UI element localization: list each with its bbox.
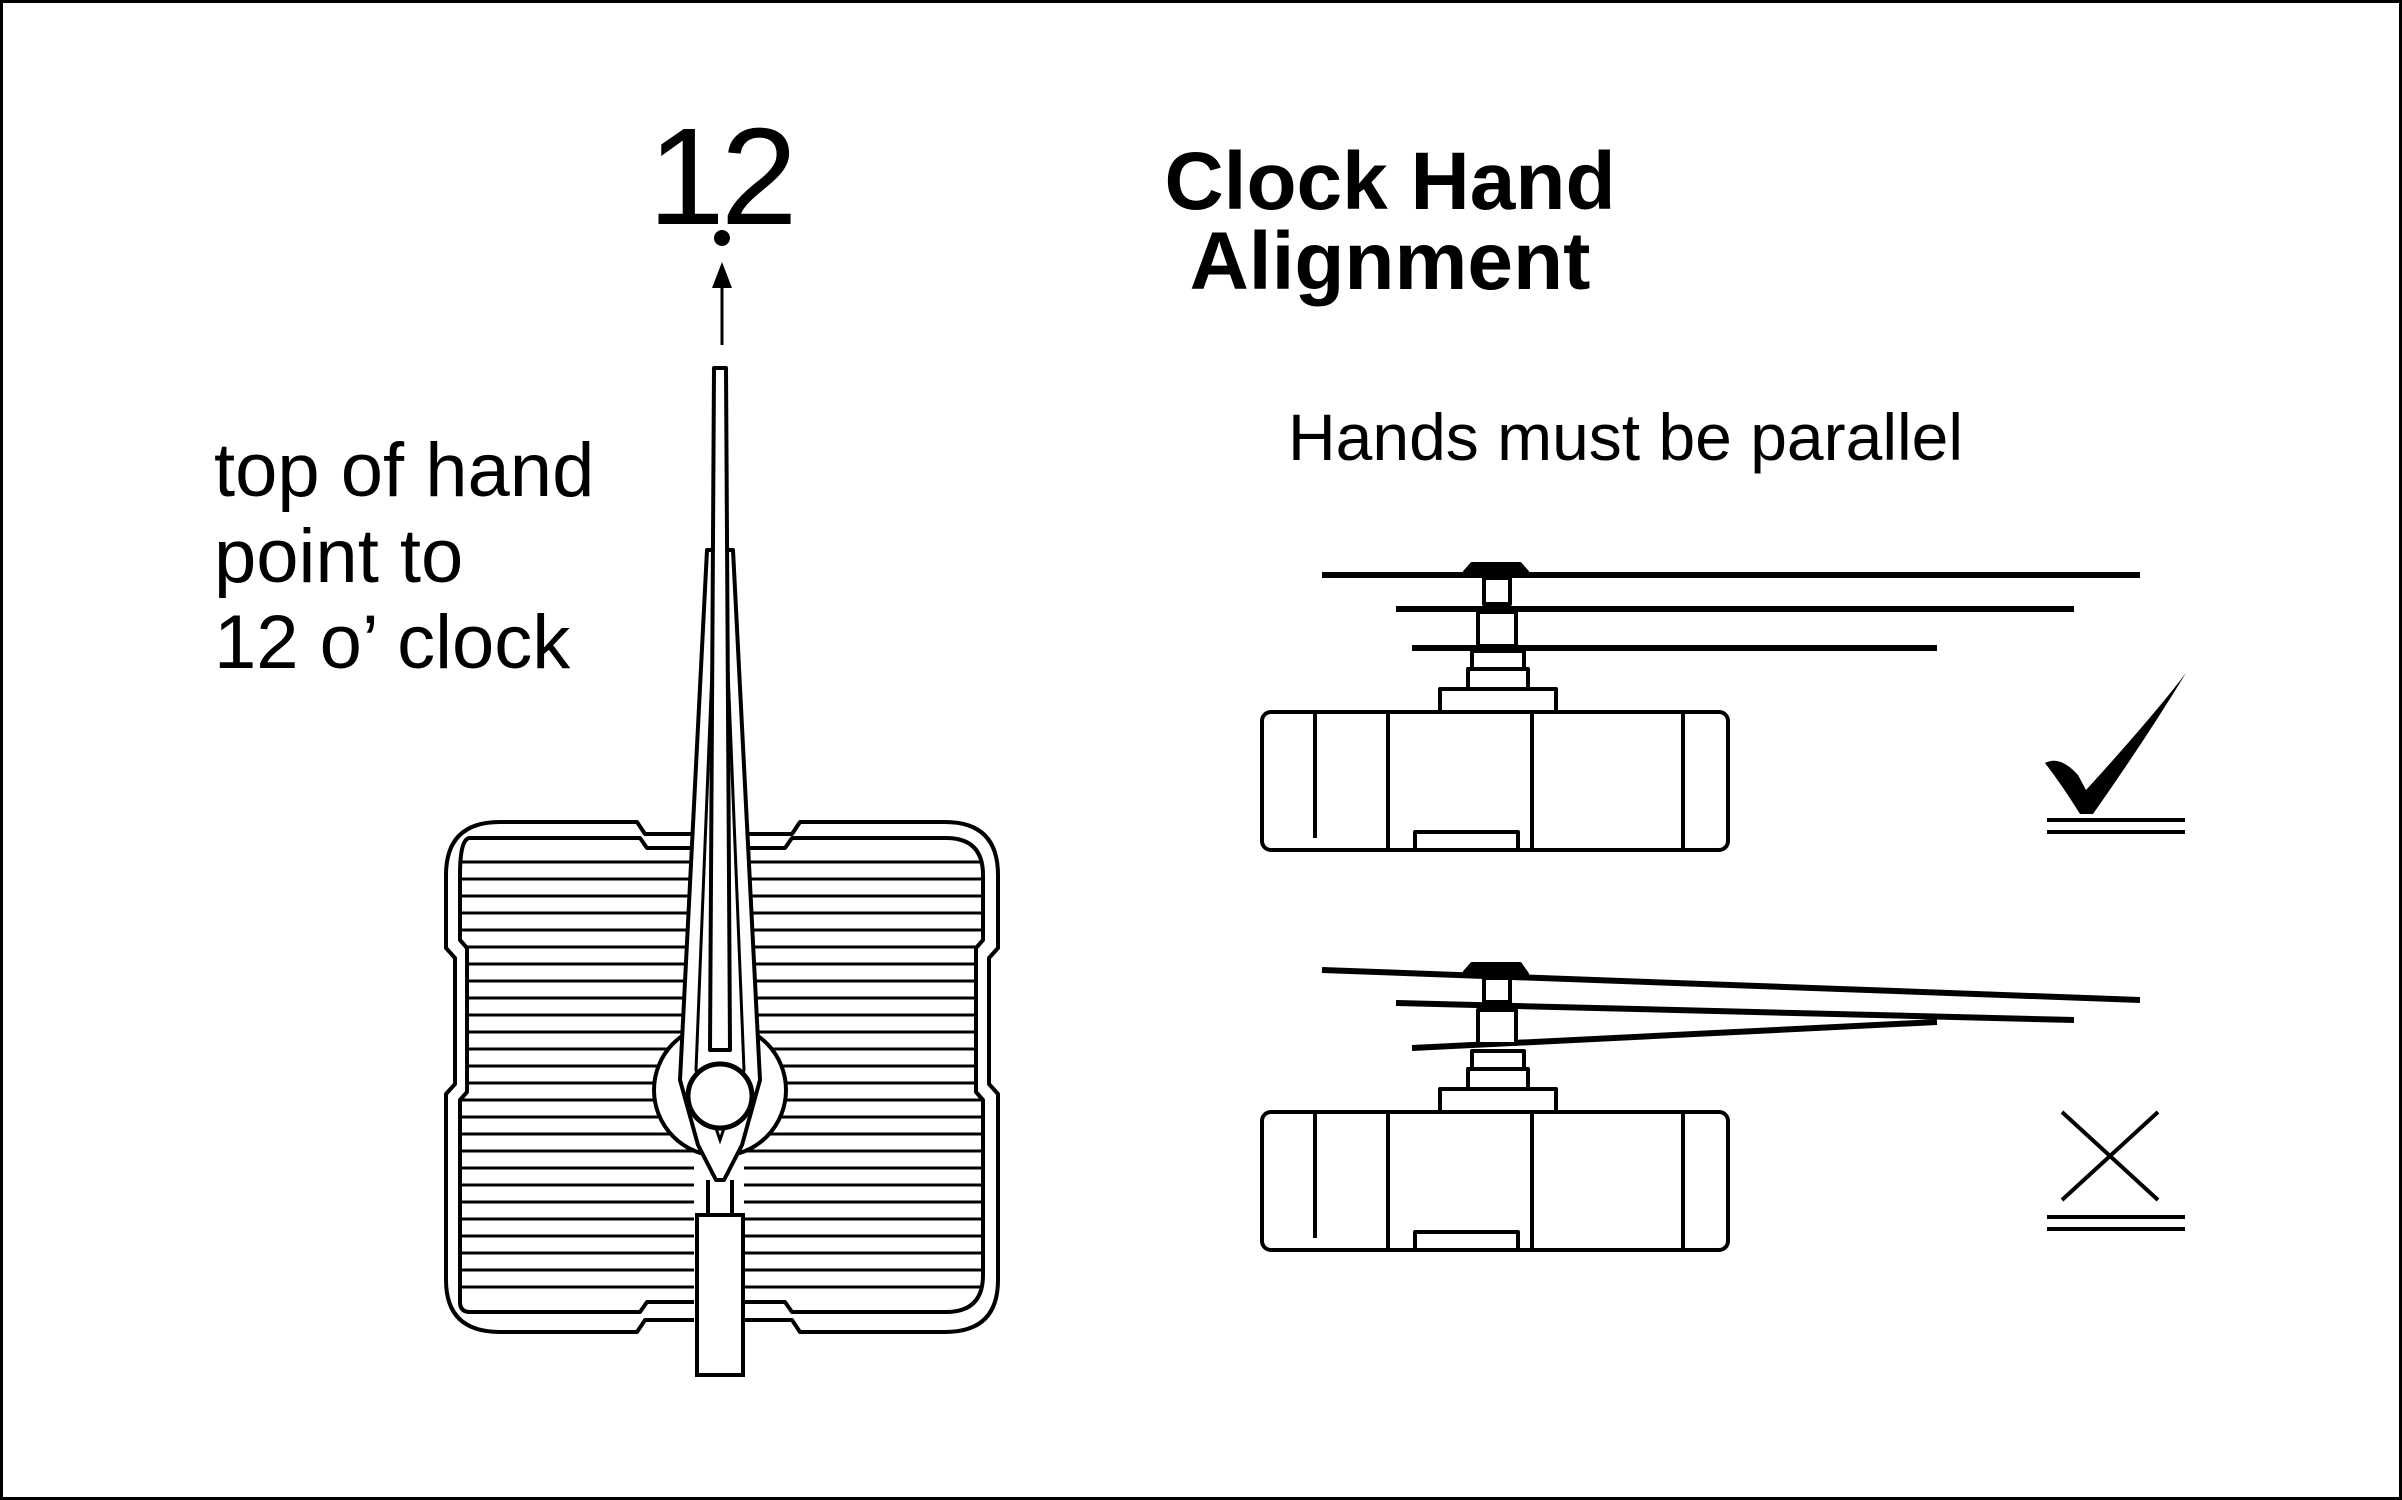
twelve-oclock-label: 12 xyxy=(648,100,797,254)
title-line-2: Alignment xyxy=(1189,216,1591,307)
arrow-head-icon xyxy=(712,262,732,288)
hub-center xyxy=(685,1061,755,1131)
hand-tail xyxy=(695,1213,745,1377)
movement-outer-casing xyxy=(444,820,1000,1334)
hour-hand-inner xyxy=(694,619,746,1145)
parallel-note: Hands must be parallel xyxy=(1288,400,1964,474)
instruction-caption: top of hand point to 12 o’ clock xyxy=(214,428,734,686)
title-line-1: Clock Hand xyxy=(1164,136,1616,227)
check-mark-icon xyxy=(2045,673,2186,834)
twelve-dot xyxy=(714,230,730,246)
hand-assembly xyxy=(652,366,788,1377)
minute-hand xyxy=(708,366,732,1052)
side-view-incorrect xyxy=(1260,962,2141,1252)
hour-hand-line xyxy=(1395,1000,2075,1023)
minute-hand-line xyxy=(1321,967,2141,1003)
x-mark-icon xyxy=(2047,1110,2185,1231)
caption-line-1: top of hand xyxy=(214,428,595,513)
twelve-pointer-arrow xyxy=(712,230,732,345)
diagram-title: Clock Hand Alignment xyxy=(1120,136,1660,307)
caption-line-2: point to xyxy=(214,514,464,599)
caption-line-3: 12 o’ clock xyxy=(214,600,571,685)
side-view-correct xyxy=(1260,562,2140,852)
